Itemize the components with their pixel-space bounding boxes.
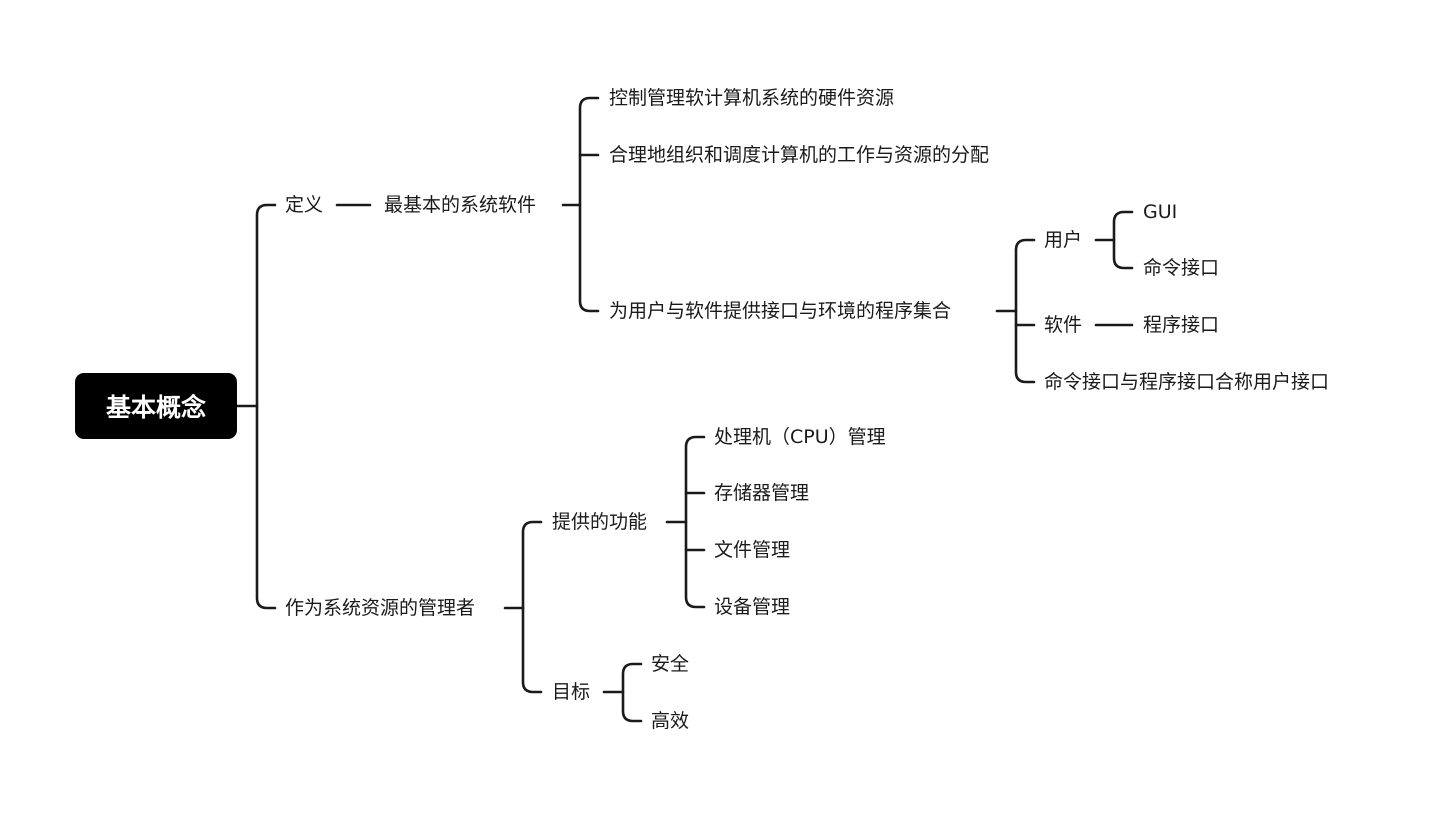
- bracket-interface-set: [1014, 238, 1036, 384]
- bracket-manager: [521, 520, 543, 694]
- node-file-management[interactable]: 文件管理: [712, 538, 793, 562]
- node-memory-management[interactable]: 存储器管理: [712, 481, 812, 505]
- node-goal[interactable]: 目标: [550, 680, 593, 704]
- node-gui[interactable]: GUI: [1141, 200, 1180, 224]
- node-schedule[interactable]: 合理地组织和调度计算机的工作与资源的分配: [607, 143, 992, 167]
- bracket-basic-software: [578, 96, 600, 313]
- node-definition[interactable]: 定义: [283, 193, 326, 217]
- node-manager[interactable]: 作为系统资源的管理者: [283, 596, 478, 620]
- root-node[interactable]: 基本概念: [75, 373, 237, 439]
- node-interface-set[interactable]: 为用户与软件提供接口与环境的程序集合: [607, 299, 954, 323]
- node-device-management[interactable]: 设备管理: [712, 595, 793, 619]
- node-command-interface[interactable]: 命令接口: [1141, 256, 1222, 280]
- node-user[interactable]: 用户: [1042, 228, 1085, 252]
- node-safe[interactable]: 安全: [649, 652, 692, 676]
- node-software[interactable]: 软件: [1042, 313, 1085, 337]
- node-basic-software[interactable]: 最基本的系统软件: [382, 193, 539, 217]
- bracket-functions: [684, 435, 706, 609]
- node-cpu-management[interactable]: 处理机（CPU）管理: [712, 425, 888, 449]
- bracket-user: [1112, 210, 1134, 270]
- node-functions[interactable]: 提供的功能: [550, 510, 650, 534]
- node-control-hardware[interactable]: 控制管理软计算机系统的硬件资源: [607, 86, 897, 110]
- node-efficient[interactable]: 高效: [649, 709, 692, 733]
- bracket-root: [255, 203, 277, 610]
- node-user-interface-note[interactable]: 命令接口与程序接口合称用户接口: [1042, 370, 1332, 394]
- node-program-interface[interactable]: 程序接口: [1141, 313, 1222, 337]
- bracket-goal: [621, 662, 643, 723]
